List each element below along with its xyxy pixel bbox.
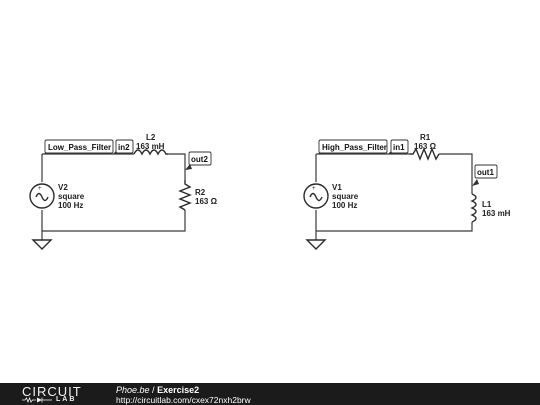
circuitlab-logo-sub: LAB <box>56 396 77 403</box>
node-label-text: in2 <box>118 143 130 152</box>
source-frequency-v1: 100 Hz <box>332 201 357 210</box>
source-frequency-v2: 100 Hz <box>58 201 83 210</box>
ground-symbol <box>305 239 327 250</box>
component-name-l1: L1 <box>482 200 492 209</box>
ground-symbol <box>31 239 53 250</box>
node-label-text: out2 <box>191 155 208 164</box>
component-value-r2: 163 Ω <box>195 197 218 206</box>
low-pass-circuit: + Low_Pass_Filter in2 out2 <box>29 133 218 250</box>
component-name-r2: R2 <box>195 188 206 197</box>
source-name-v2: V2 <box>58 183 68 192</box>
component-name-l2: L2 <box>146 133 156 142</box>
high-pass-circuit: + High_Pass_Filter in1 out1 <box>303 133 511 250</box>
node-label-high-pass-filter[interactable]: High_Pass_Filter <box>318 139 388 154</box>
footer-bar: CIRCUIT LAB Phoe.be / Exercise2 http://c… <box>0 383 540 405</box>
source-type-v2: square <box>58 192 85 201</box>
source-type-v1: square <box>332 192 359 201</box>
resistor-r2[interactable] <box>178 180 192 211</box>
breadcrumb-title[interactable]: Exercise2 <box>157 385 200 395</box>
breadcrumb: Phoe.be / Exercise2 <box>116 385 199 395</box>
source-name-v1: V1 <box>332 183 342 192</box>
breadcrumb-user-link[interactable]: Phoe.be <box>116 385 150 395</box>
inductor-l2[interactable] <box>133 149 168 156</box>
wire <box>315 210 473 232</box>
voltage-source-v1[interactable]: + <box>303 183 329 209</box>
circuitlab-logo[interactable]: CIRCUIT <box>22 384 82 399</box>
node-label-in2[interactable]: in2 <box>113 139 134 154</box>
component-value-r1: 163 Ω <box>414 142 437 151</box>
node-label-text: in1 <box>393 143 405 152</box>
breadcrumb-separator: / <box>152 385 155 395</box>
wire <box>168 153 186 180</box>
wire <box>439 153 473 194</box>
resistor-r1[interactable] <box>410 147 440 161</box>
circuit-url-link[interactable]: http://circuitlab.com/cxex72nxh2brw <box>116 395 251 405</box>
node-label-out2[interactable]: out2 <box>185 151 212 170</box>
node-label-low-pass-filter[interactable]: Low_Pass_Filter <box>44 139 114 154</box>
node-label-in1[interactable]: in1 <box>388 139 409 154</box>
component-value-l2: 163 mH <box>136 142 165 151</box>
node-label-text: High_Pass_Filter <box>322 143 387 152</box>
schematic-canvas: + Low_Pass_Filter in2 out2 <box>29 133 511 250</box>
wire <box>41 210 186 232</box>
inductor-l1[interactable] <box>470 193 477 223</box>
component-name-r1: R1 <box>420 133 431 142</box>
diode-logo-icon <box>22 397 52 403</box>
node-label-text: Low_Pass_Filter <box>48 143 111 152</box>
component-value-l1: 163 mH <box>482 209 511 218</box>
svg-text:+: + <box>38 186 42 192</box>
node-label-out1[interactable]: out1 <box>472 164 498 186</box>
svg-text:+: + <box>312 186 316 192</box>
voltage-source-v2[interactable]: + <box>29 183 55 209</box>
node-label-text: out1 <box>477 168 494 177</box>
